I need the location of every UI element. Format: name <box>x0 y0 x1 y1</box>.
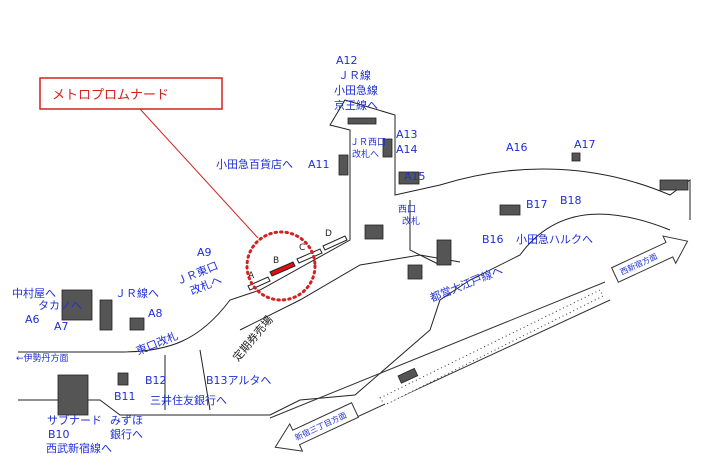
title-callout: メトロプロムナード <box>39 77 259 239</box>
label-keio-line: 京王線へ <box>334 98 378 112</box>
label-a: A <box>248 271 255 281</box>
label-east-gate: 東口改札 <box>134 328 180 357</box>
stair-a15 <box>398 171 420 185</box>
label-mizuho-2: 銀行へ <box>110 427 143 441</box>
label-isetan: ←伊勢丹方面 <box>16 352 69 364</box>
label-odakyu-halc: 小田急ハルクへ <box>516 232 593 246</box>
label-b11: B11 <box>114 390 136 403</box>
label-mizuho: みずほ <box>110 414 143 427</box>
stair-jr <box>99 299 113 331</box>
stair-west-2 <box>407 264 423 280</box>
label-odakyu-line: 小田急線 <box>334 83 378 97</box>
label-jr-west-gate: ＪＲ西口 <box>350 137 386 148</box>
highlight-circle <box>245 230 317 302</box>
label-b10: B10 <box>48 428 70 441</box>
stair-a8 <box>129 317 145 331</box>
stair-b10 <box>57 374 89 416</box>
label-a6: A6 <box>25 313 40 326</box>
label-a9: A9 <box>197 246 212 259</box>
label-a17: A17 <box>574 138 596 151</box>
callout-line <box>139 108 259 239</box>
label-nakamuraya: 中村屋へ <box>12 286 56 300</box>
stair-a6 <box>61 289 93 321</box>
label-oedo-line: 都営大江戸線へ <box>428 263 505 305</box>
label-west-gate-2: 改札 <box>402 215 420 227</box>
stair-a13 <box>382 138 393 158</box>
label-odakyu-dept: 小田急百貨店へ <box>216 157 293 171</box>
label-subnade: サブナード <box>47 413 102 427</box>
exit-labels: A12 ＪＲ線 小田急線 京王線へ ＪＲ西口 改札へ A13 A14 A11 小… <box>12 54 596 455</box>
stair-a12 <box>347 117 377 125</box>
title-box <box>39 77 223 110</box>
stair-b11 <box>117 372 129 386</box>
label-west-gate: 西口 <box>398 204 416 215</box>
label-jr-west-gate-2: 改札へ <box>352 148 379 160</box>
label-teiki: 定期券売場 <box>230 313 276 364</box>
arrow-shinjuku-sanchome: 新宿三丁目方面 <box>274 402 360 452</box>
stair-west-gate <box>364 224 384 240</box>
promenade: A B C D <box>245 229 348 302</box>
label-a8: A8 <box>148 307 163 320</box>
title-text: メトロプロムナード <box>52 88 169 103</box>
label-a14: A14 <box>396 143 418 156</box>
stair-b17 <box>499 204 521 216</box>
label-a12: A12 <box>336 54 358 67</box>
label-a15: A15 <box>404 170 426 183</box>
label-b18: B18 <box>560 194 582 207</box>
label-b17: B17 <box>526 198 548 211</box>
label-jr-line: ＪＲ線 <box>338 68 371 82</box>
label-a7: A7 <box>54 320 69 333</box>
label-b16: B16 <box>482 233 504 246</box>
stairs <box>57 117 689 416</box>
label-takano: タカノへ <box>38 299 82 312</box>
label-a16: A16 <box>506 141 528 154</box>
stair-a17 <box>571 152 581 162</box>
section-d <box>322 235 348 251</box>
label-smbc: 三井住友銀行へ <box>150 393 227 407</box>
stair-a11 <box>338 154 349 176</box>
label-b12: B12 <box>145 374 167 387</box>
label-b: B <box>273 256 279 266</box>
label-d: D <box>325 229 332 239</box>
label-a11: A11 <box>308 158 330 171</box>
stair-oedo <box>436 239 452 266</box>
label-c: C <box>299 243 305 253</box>
label-seibu: 西武新宿線へ <box>46 441 112 455</box>
arrow-nishi-shinjuku: 西新宿方面 <box>610 235 689 283</box>
label-a13: A13 <box>396 128 418 141</box>
section-b <box>269 261 296 277</box>
label-b13: B13アルタへ <box>206 374 271 387</box>
label-jr-line-to: ＪＲ線へ <box>115 286 159 300</box>
stair-east-end <box>659 179 689 191</box>
